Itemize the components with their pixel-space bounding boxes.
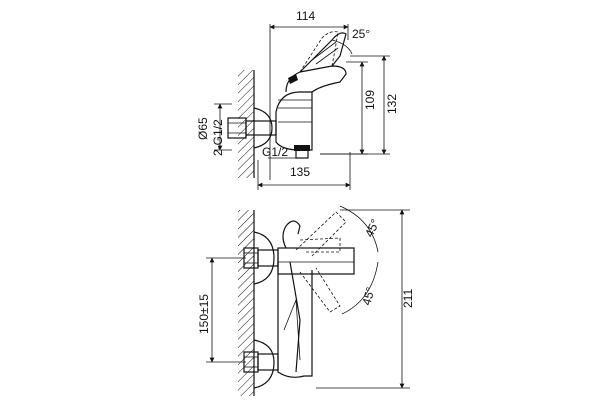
arc-lower <box>341 261 379 315</box>
dim-thread-left: 2-G1/2 <box>211 119 225 156</box>
flange-top <box>253 107 273 149</box>
flange-front-upper <box>253 231 275 285</box>
dim-132: 132 <box>385 94 399 114</box>
dim-114: 114 <box>296 9 315 23</box>
flange-front-lower <box>253 339 275 389</box>
outlet-nut-top <box>294 145 310 151</box>
handle-lever-rotated <box>299 31 339 73</box>
handle-front-up <box>295 211 347 257</box>
dim-diameter-65: Ø65 <box>196 117 210 140</box>
dim-135: 135 <box>290 165 310 179</box>
dim-25-deg: 25° <box>352 27 370 41</box>
dim-150-15: 150±15 <box>197 294 211 334</box>
mixer-body-top <box>275 91 313 151</box>
dim-45-upper: 45° <box>362 217 382 240</box>
front-view: 45° 45° 150±15 211 <box>197 205 415 396</box>
mixer-column-front <box>277 262 313 378</box>
outlet-top <box>295 149 309 159</box>
holder-hook <box>282 220 301 249</box>
handle-front-down <box>299 267 341 313</box>
dim-45-lower: 45° <box>359 285 377 306</box>
dim-211: 211 <box>401 289 415 308</box>
cartridge-front <box>277 247 355 275</box>
wall-front <box>238 210 254 396</box>
top-view: 114 25° 109 132 Ø65 2-G1/2 G1/2 135 <box>196 9 399 190</box>
dim-thread-outlet: G1/2 <box>262 145 288 159</box>
arc-upper <box>339 205 379 253</box>
dim-109: 109 <box>363 90 377 110</box>
handle-lever-top <box>299 32 347 73</box>
